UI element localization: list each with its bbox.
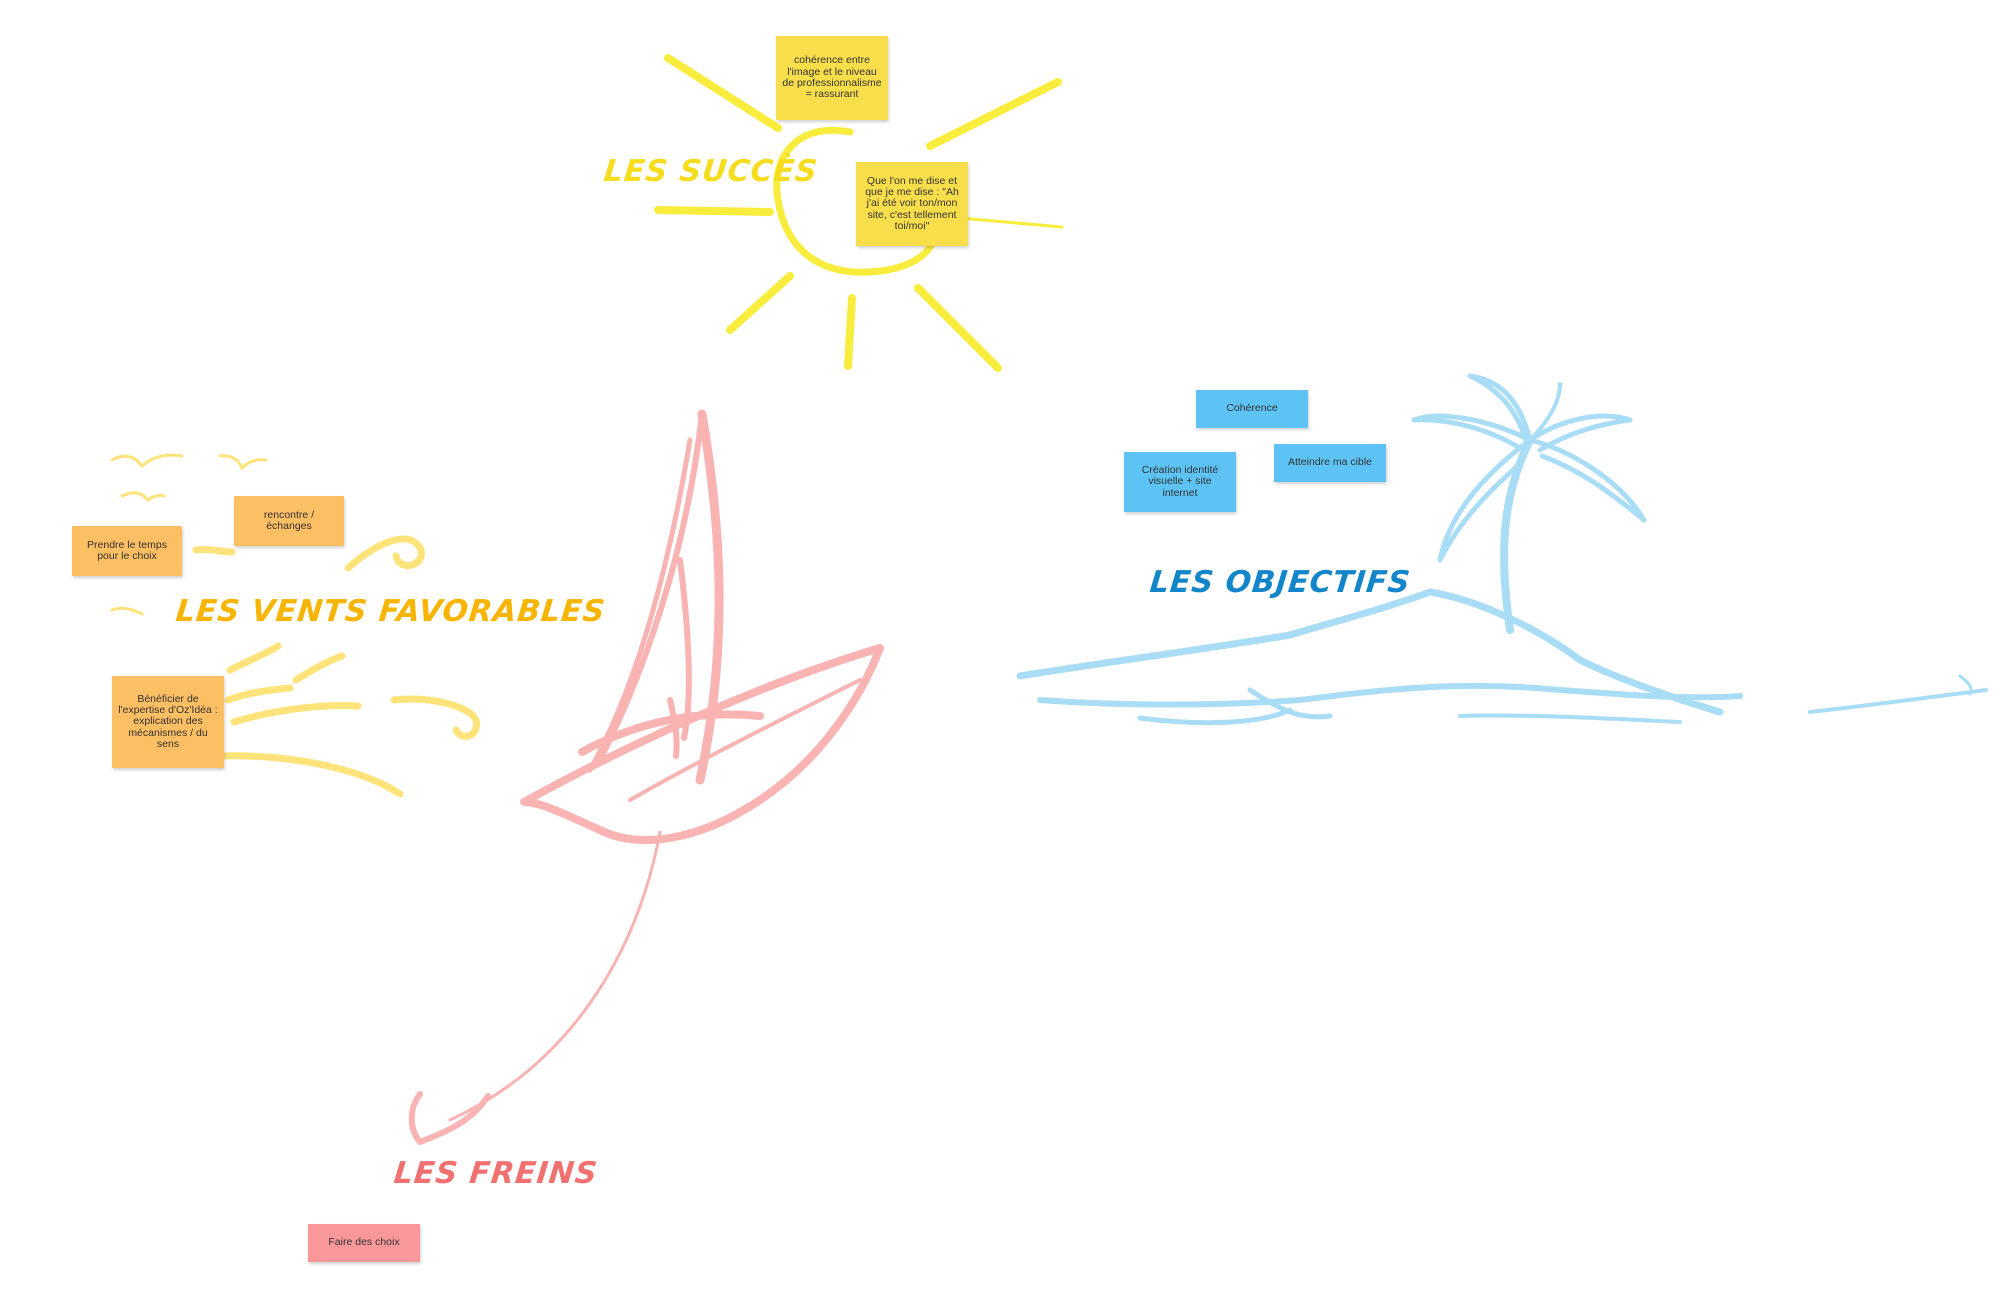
section-title-succes: LES SUCCÈS bbox=[602, 154, 820, 189]
sticky-note-objectifs-cible[interactable]: Atteindre ma cible bbox=[1274, 444, 1386, 482]
sailboat-icon bbox=[408, 409, 884, 1145]
wind-gust-icon bbox=[192, 535, 481, 798]
sticky-note-freins-choix[interactable]: Faire des choix bbox=[308, 1224, 420, 1262]
sticky-note-succes-coherence[interactable]: cohérence entre l'image et le niveau de … bbox=[776, 36, 888, 120]
sticky-note-succes-citation[interactable]: Que l'on me dise et que je me dise : "Ah… bbox=[856, 162, 968, 246]
sun-icon bbox=[654, 54, 1064, 372]
section-title-objectifs: LES OBJECTIFS bbox=[1148, 565, 1413, 600]
palm-island-icon bbox=[1016, 373, 1988, 726]
birds-icon bbox=[110, 453, 268, 616]
sticky-note-vents-expertise[interactable]: Bénéficier de l'expertise d'Oz'Idéa : ex… bbox=[112, 676, 224, 768]
sticky-note-objectifs-identite[interactable]: Création identité visuelle + site intern… bbox=[1124, 452, 1236, 512]
sticky-note-vents-rencontre[interactable]: rencontre / échanges bbox=[234, 496, 344, 546]
section-title-vents-favorables: LES VENTS FAVORABLES bbox=[174, 594, 608, 629]
sticky-note-objectifs-coherence[interactable]: Cohérence bbox=[1196, 390, 1308, 428]
sticky-note-vents-temps[interactable]: Prendre le temps pour le choix bbox=[72, 526, 182, 576]
section-title-freins: LES FREINS bbox=[392, 1156, 600, 1191]
